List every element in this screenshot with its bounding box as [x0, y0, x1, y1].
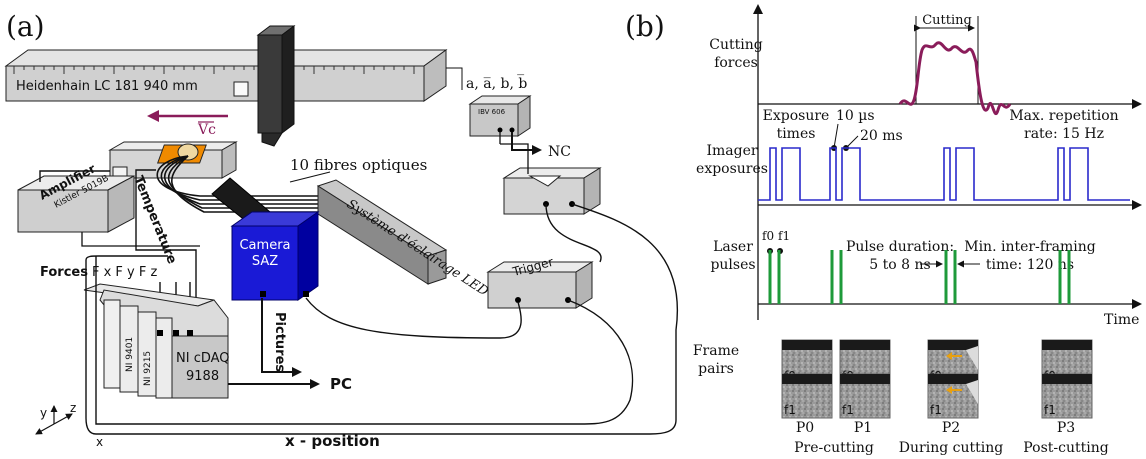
cdaq-label-2: 9188 [186, 369, 219, 384]
led-lighting-box: Système d'éclairage LED [316, 179, 492, 300]
row-label-4a: Frame [693, 343, 739, 359]
optical-fibres [156, 155, 330, 213]
exposure-20ms: 20 ms [860, 128, 903, 144]
row-label-3b: pulses [710, 257, 755, 273]
ni-cdaq-chassis: NI 9401 NI 9215 NI cDAQ 9188 [83, 283, 230, 399]
pair-p0: P0 [796, 420, 814, 436]
nc-arrow [511, 132, 542, 155]
ibv-label: IBV 606 [478, 108, 506, 116]
pictures-arrow [261, 298, 302, 377]
frame-label-3-1: f1 [1044, 403, 1056, 417]
cutting-force-signal [898, 41, 1012, 115]
panel-a: (a) Heidenhain LC 181 940 mm Vc [4, 10, 679, 450]
trigger-box: Trigger [486, 255, 594, 309]
frame-3-f1: f1 [1041, 373, 1093, 419]
f1-pulse-label: f1 [778, 229, 790, 243]
pictures-label: Pictures [272, 312, 287, 372]
linear-encoder: Heidenhain LC 181 940 mm [4, 49, 448, 102]
max-rep-label-2: rate: 15 Hz [1024, 126, 1104, 142]
pc-label: PC [330, 375, 352, 393]
forces-label: Forces [40, 265, 88, 280]
axis-y-label: y [40, 406, 47, 420]
phase-post: Post-cutting [1023, 440, 1108, 456]
frame-1-f1: f1 [839, 373, 891, 419]
exposure-label-1: Exposure [763, 108, 830, 124]
led-label: Système d'éclairage LED [344, 197, 492, 300]
amplifier: Amplifier Kistler 5019B [17, 161, 135, 233]
fibres-pointer [289, 171, 331, 183]
frame-label-2-1: f1 [930, 403, 942, 417]
frame-2-f1: f1 [927, 373, 979, 419]
frame-label-0-1: f1 [784, 403, 796, 417]
cutting-tool [256, 25, 296, 147]
encoder-signals-label: a, a̅, b, b̅ [466, 73, 527, 92]
interframe-1: Min. inter-framing [964, 239, 1096, 255]
phase-during: During cutting [899, 440, 1003, 456]
f0-pulse-label: f0 [762, 229, 774, 243]
row-label-3a: Laser [713, 239, 753, 255]
pulse-duration-1: Pulse duration: [846, 239, 954, 255]
vc-label: Vc [197, 122, 216, 138]
camera-saz: Camera SAZ [230, 211, 320, 301]
phase-pre: Pre-cutting [794, 440, 874, 456]
row-label-1b: forces [714, 55, 758, 71]
nc-label: NC [548, 144, 571, 160]
axes-triad [35, 405, 73, 435]
panel-b: (b) Cutting forces Imager exposures Lase… [625, 4, 1142, 456]
pair-p3: P3 [1057, 420, 1075, 436]
camera-label-1: Camera [239, 238, 290, 253]
pulse-box [502, 167, 602, 215]
row-label-1a: Cutting [709, 37, 762, 53]
camera-label-2: SAZ [252, 254, 278, 269]
frame-0-f1: f1 [781, 373, 833, 419]
frame-pairs: f0f1f0f1f0f1f0f1 [781, 339, 1093, 419]
exposure-label-2: times [777, 126, 816, 142]
ni9215-label: NI 9215 [143, 351, 153, 386]
forces-components: F x F y F z [92, 265, 157, 280]
xposition-cable [85, 203, 679, 435]
axis-x-label: x [96, 435, 103, 449]
panel-b-label: (b) [625, 10, 665, 43]
cdaq-label-1: NI cDAQ [176, 351, 230, 366]
encoder-label: Heidenhain LC 181 940 mm [16, 79, 198, 94]
max-rep-label-1: Max. repetition [1009, 108, 1118, 124]
interframe-2: time: 120 ns [986, 257, 1074, 273]
laser-pulses [768, 250, 1071, 304]
fibres-label: 10 fibres optiques [290, 156, 427, 174]
row-label-2a: Imager [706, 143, 757, 159]
panel-a-label: (a) [6, 10, 45, 43]
pair-p2: P2 [942, 420, 960, 436]
ibv-interpolator: IBV 606 [468, 95, 532, 137]
cutting-label: Cutting [922, 13, 972, 28]
pair-p1: P1 [854, 420, 872, 436]
ni9401-label: NI 9401 [125, 337, 135, 372]
time-label: Time [1104, 312, 1139, 328]
xposition-label: x - position [285, 432, 380, 450]
pulse-duration-2: 5 to 8 ns [869, 257, 930, 273]
axis-z-label: z [70, 401, 76, 415]
frame-label-1-1: f1 [842, 403, 854, 417]
exposure-trace [758, 147, 1130, 201]
exposure-10us: 10 µs [836, 108, 875, 124]
row-label-2b: exposures [696, 161, 768, 177]
row-label-4b: pairs [698, 361, 734, 377]
